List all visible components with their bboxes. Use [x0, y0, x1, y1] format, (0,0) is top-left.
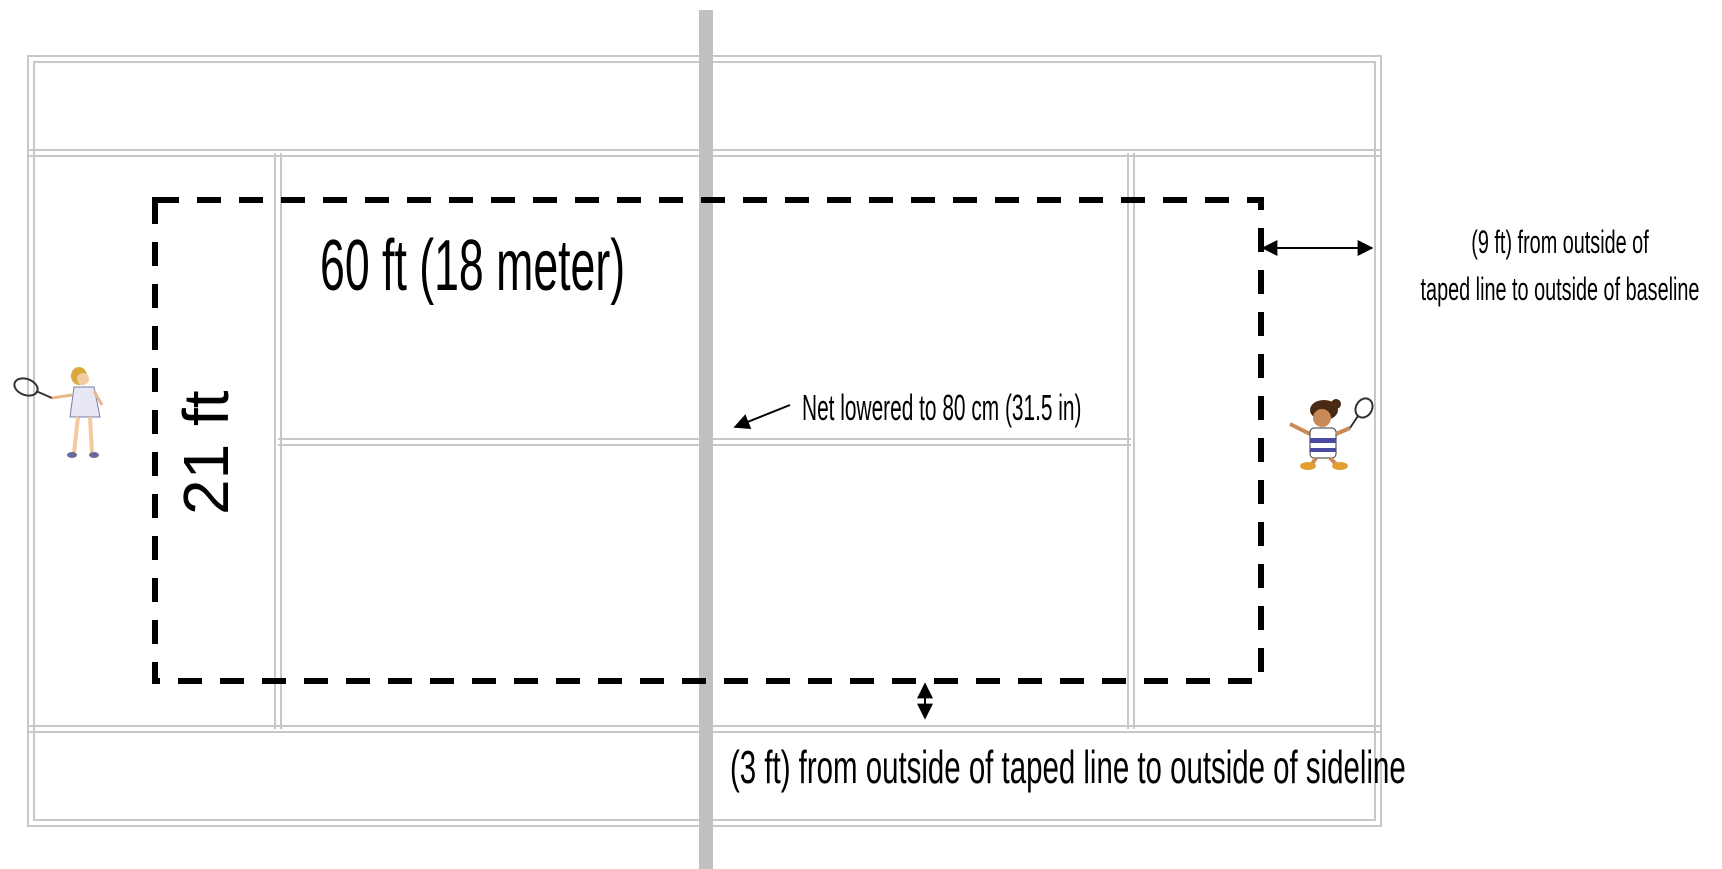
tennis-player-girl-right-icon [1289, 397, 1374, 470]
length-label: 60 ft (18 meter) [320, 225, 625, 306]
baseline-note-line2: taped line to outside of baseline [1421, 271, 1700, 307]
net-note-label: Net lowered to 80 cm (31.5 in) [802, 388, 1081, 428]
net-pointer-arrow [733, 404, 791, 430]
width-label: 21 ft [170, 390, 242, 515]
net [699, 10, 713, 869]
baseline-note-line1: (9 ft) from outside of [1471, 224, 1649, 260]
tennis-player-girl-left-icon [13, 367, 104, 458]
taped-court-boundary [152, 197, 1264, 684]
sideline-note-label: (3 ft) from outside of taped line to out… [730, 743, 1406, 794]
